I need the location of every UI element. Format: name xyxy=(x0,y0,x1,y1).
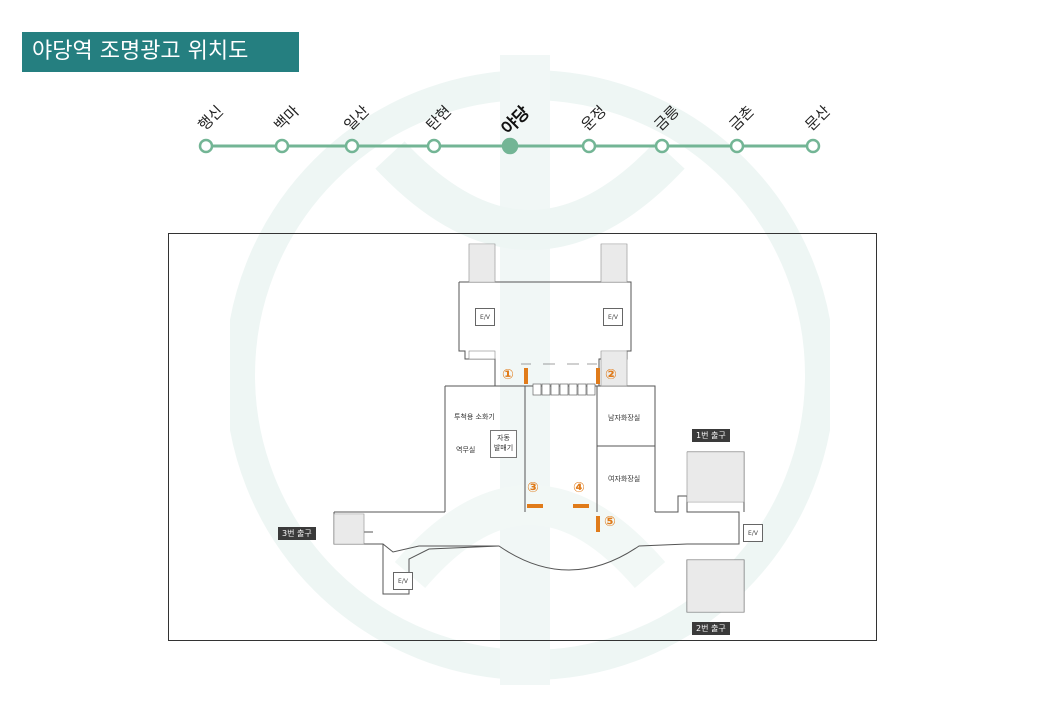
vending-label-2: 발매기 xyxy=(493,444,514,452)
fire-extinguisher-label: 투척용 소화기 xyxy=(454,413,495,421)
station-dot-1 xyxy=(274,138,290,154)
station-dot-8 xyxy=(805,138,821,154)
station-dot-4 xyxy=(501,137,519,155)
elevator-bottom-left: E/V xyxy=(393,572,413,590)
exit-3-tag: 3번 출구 xyxy=(278,527,316,540)
marker-1: ① xyxy=(502,367,514,383)
vending-machine: 자동 발매기 xyxy=(490,430,517,458)
floor-plan: 투척용 소화기 역무실 자동 발매기 남자화장실 여자화장실 1번 출구 2번 … xyxy=(168,233,877,641)
elevator-top-right: E/V xyxy=(603,308,623,326)
line-map xyxy=(198,137,821,155)
station-dot-3 xyxy=(426,138,442,154)
mens-restroom-label: 남자화장실 xyxy=(608,414,641,422)
station-dot-5 xyxy=(581,138,597,154)
marker-5: ⑤ xyxy=(604,514,616,530)
station-dot-0 xyxy=(198,138,214,154)
womens-restroom-label: 여자화장실 xyxy=(608,475,641,483)
station-dot-7 xyxy=(729,138,745,154)
marker-2: ② xyxy=(605,367,617,383)
marker-4: ④ xyxy=(573,480,585,496)
exit-1-tag: 1번 출구 xyxy=(692,429,730,442)
floor-plan-drawing xyxy=(333,243,745,613)
station-dot-6 xyxy=(654,138,670,154)
vending-label-1: 자동 xyxy=(497,434,510,442)
marker-3: ③ xyxy=(527,480,539,496)
station-office-label: 역무실 xyxy=(456,446,476,454)
page-title: 야당역 조명광고 위치도 xyxy=(22,32,299,72)
elevator-right: E/V xyxy=(743,524,763,542)
elevator-top-left: E/V xyxy=(475,308,495,326)
exit-2-tag: 2번 출구 xyxy=(692,622,730,635)
station-dot-2 xyxy=(344,138,360,154)
watermark-logo xyxy=(230,55,830,685)
